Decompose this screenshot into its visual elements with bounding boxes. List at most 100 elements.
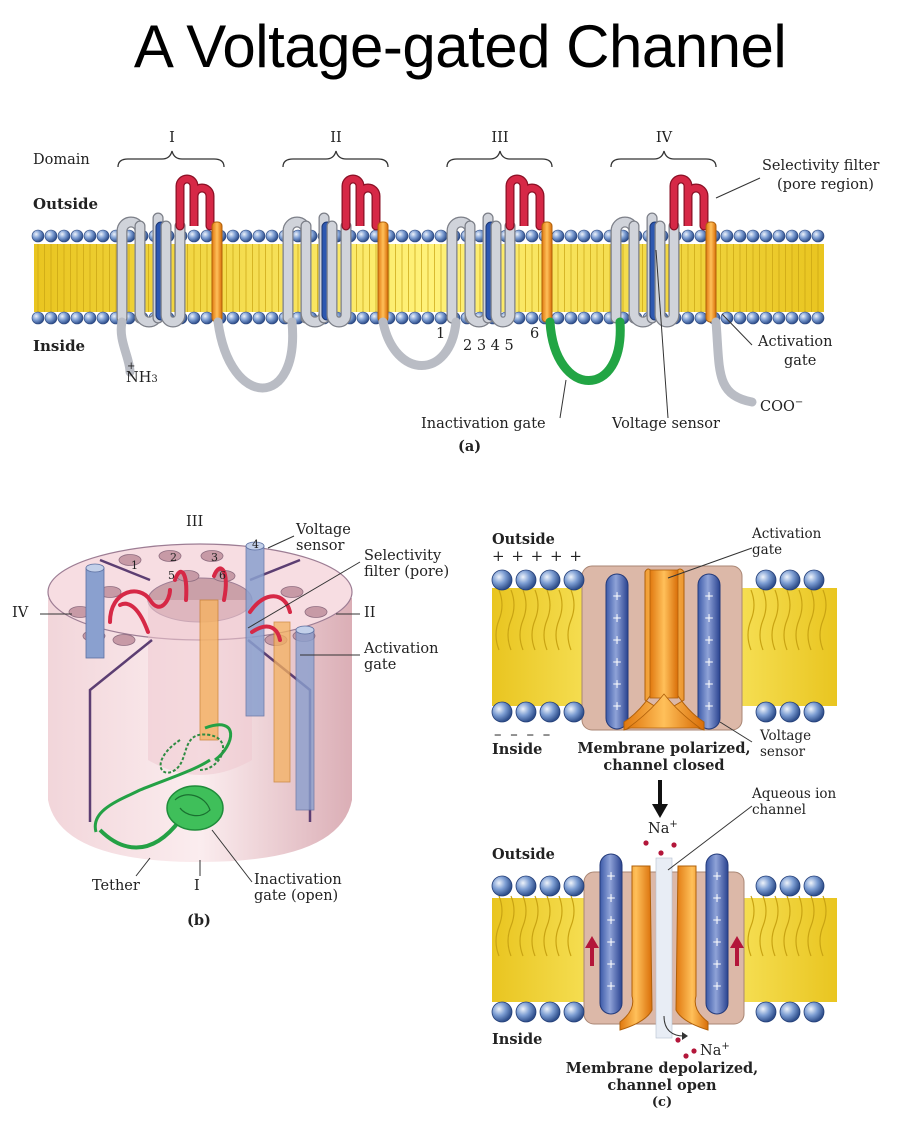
svg-text:+: + <box>712 957 722 971</box>
svg-text:+: + <box>712 913 722 927</box>
caption-a: (a) <box>458 438 482 455</box>
segment-6-label: 6 <box>530 326 540 342</box>
inactivation-label-b1: Inactivation <box>254 872 342 888</box>
svg-text:+: + <box>704 633 714 647</box>
svg-text:+: + <box>612 633 622 647</box>
selectivity-label-b2: filter (pore) <box>364 564 450 580</box>
domain-iv-label: IV <box>655 130 673 146</box>
svg-text:+: + <box>612 611 622 625</box>
svg-text:+: + <box>704 611 714 625</box>
page-title: A Voltage-gated Channel <box>133 13 787 80</box>
helix-number-4: 4 <box>252 538 259 551</box>
tether-label: Tether <box>92 878 140 894</box>
voltage-label-c2: sensor <box>760 744 806 760</box>
domain-ii-label-b: II <box>364 605 376 621</box>
nh3-label: NH3 <box>126 370 158 386</box>
domain-label: Domain <box>33 152 90 168</box>
panel-b-diagram <box>40 535 361 883</box>
svg-text:+: + <box>612 655 622 669</box>
intracellular-loops <box>116 317 757 407</box>
svg-text:+: + <box>612 699 622 713</box>
coo-label: COO− <box>760 397 804 415</box>
inside-label-c1: Inside <box>492 741 543 758</box>
panel-b-pointers <box>40 535 361 883</box>
svg-text:+: + <box>606 957 616 971</box>
activation-gate-label-a1: Activation <box>758 334 833 350</box>
caption-b: (b) <box>187 912 211 929</box>
activation-label-c2: gate <box>752 542 783 558</box>
activation-label-c1: Activation <box>752 526 822 542</box>
svg-text:+: + <box>612 589 622 603</box>
domain-iii-label-b: III <box>186 514 204 530</box>
domain-i-label-b: I <box>194 878 200 894</box>
sodium-ions <box>643 840 697 1059</box>
voltage-sensor-label-a: Voltage sensor <box>612 416 720 432</box>
svg-text:+: + <box>712 869 722 883</box>
helix-number-2: 2 <box>170 551 177 564</box>
domain-ii-label: II <box>330 130 342 146</box>
inactivation-gate-b <box>93 723 233 850</box>
segment-2-5-label: 2 3 4 5 <box>463 338 514 354</box>
state-closed-line2: channel closed <box>603 757 725 774</box>
svg-text:+: + <box>712 979 722 993</box>
svg-text:+: + <box>704 655 714 669</box>
minus-charges: – – – – <box>494 725 553 743</box>
svg-text:+: + <box>606 979 616 993</box>
transition-arrow <box>652 780 668 818</box>
selectivity-filter-label: Selectivity filter <box>762 158 880 174</box>
helix-number-5: 5 <box>168 569 175 582</box>
helix-number-6: 6 <box>219 569 226 582</box>
inside-label-c2: Inside <box>492 1031 543 1048</box>
svg-text:+: + <box>712 935 722 949</box>
outside-label-c2: Outside <box>492 846 555 863</box>
domain-iv-label-b: IV <box>12 605 29 621</box>
domain-i-label: I <box>169 130 175 146</box>
svg-text:+: + <box>704 699 714 713</box>
segment-1-label: 1 <box>436 326 446 342</box>
outside-label-a: Outside <box>33 195 99 213</box>
activation-label-b2: gate <box>364 657 397 673</box>
channel-closed: + + + + + + + + + + + + <box>491 547 837 743</box>
svg-text:+: + <box>704 677 714 691</box>
svg-text:+: + <box>712 891 722 905</box>
svg-text:+: + <box>606 935 616 949</box>
state-open-line2: channel open <box>607 1077 717 1094</box>
svg-text:+: + <box>612 677 622 691</box>
plus-charges: + + + + + <box>492 547 583 565</box>
helix-number-3: 3 <box>211 551 218 564</box>
state-closed-line1: Membrane polarized, <box>577 740 751 757</box>
svg-text:+: + <box>606 891 616 905</box>
helix-rods <box>85 541 315 811</box>
panel-c-diagram: + + + + + + + + + + + + <box>491 547 837 1059</box>
aqueous-label-1: Aqueous ion <box>752 786 837 802</box>
activation-label-b1: Activation <box>364 641 439 657</box>
channel-open: ++++++++++++ <box>491 805 837 1059</box>
state-open-line1: Membrane depolarized, <box>565 1060 759 1077</box>
sodium-label-top: Na+ <box>648 819 678 837</box>
inside-label-a: Inside <box>33 337 86 355</box>
panel-a-diagram <box>31 150 825 419</box>
inactivation-label-b2: gate (open) <box>254 888 339 904</box>
activation-gate-label-a2: gate <box>784 353 817 369</box>
caption-c: (c) <box>651 1095 673 1110</box>
sodium-label-bottom: Na+ <box>700 1041 730 1059</box>
pore-loops-b <box>108 566 292 642</box>
outside-label-c1: Outside <box>492 531 555 548</box>
movement-arrows <box>585 936 744 966</box>
aqueous-label-2: channel <box>752 802 806 818</box>
inactivation-gate-loop <box>545 317 625 385</box>
svg-text:+: + <box>704 589 714 603</box>
svg-text:+: + <box>606 913 616 927</box>
panel-a-pointers <box>559 177 761 419</box>
pore-region-label: (pore region) <box>777 177 874 193</box>
helix-number-1: 1 <box>131 559 138 572</box>
transmembrane-segments <box>116 174 717 328</box>
voltage-label-c1: Voltage <box>760 728 812 744</box>
inactivation-gate-label-a: Inactivation gate <box>421 416 546 432</box>
voltage-sensor-label-b1: Voltage <box>296 522 351 538</box>
domain-iii-label: III <box>491 130 509 146</box>
domain-braces <box>117 150 717 168</box>
voltage-sensor-label-b2: sensor <box>296 538 345 554</box>
